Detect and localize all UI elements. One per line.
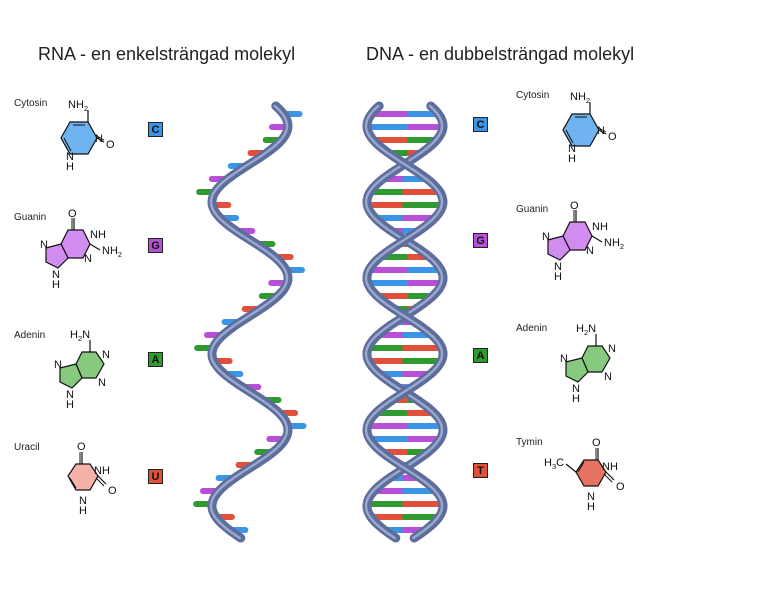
svg-text:N: N <box>587 491 595 503</box>
svg-text:N: N <box>98 377 106 389</box>
h2n-label: H2N <box>576 323 596 337</box>
svg-text:O: O <box>616 481 625 493</box>
svg-text:N: N <box>40 239 48 251</box>
svg-text:N: N <box>560 353 568 365</box>
nh2-label: NH2 <box>68 99 88 113</box>
ch3-label: H3C <box>544 457 564 471</box>
dna-badge-g: G <box>473 233 488 248</box>
svg-text:N: N <box>66 389 74 401</box>
svg-text:O: O <box>68 208 77 220</box>
nh2-label: NH2 <box>604 237 624 251</box>
svg-text:N: N <box>608 343 616 355</box>
svg-text:H: H <box>554 271 562 283</box>
svg-text:NH: NH <box>94 465 110 477</box>
nh2-label: NH2 <box>570 91 590 105</box>
dna-base-name-cytosine: Cytosin <box>516 90 550 101</box>
dna-adenine-structure: H2N N N N N H <box>560 323 616 405</box>
dna-badge-t: T <box>473 463 488 478</box>
svg-text:H: H <box>568 153 576 165</box>
svg-text:N: N <box>52 269 60 281</box>
rna-base-name-cytosine: Cytosin <box>14 98 48 109</box>
svg-text:N: N <box>572 383 580 395</box>
dna-double-helix <box>362 101 448 543</box>
svg-text:H: H <box>66 161 74 173</box>
backbone-highlight <box>209 104 289 540</box>
rna-cytosine-structure: NH2 N O N H <box>60 99 115 173</box>
svg-text:O: O <box>106 139 115 151</box>
rna-single-helix <box>193 101 307 543</box>
svg-text:O: O <box>570 200 579 212</box>
rna-guanine-structure: O NH N NH2 N N H <box>40 208 122 291</box>
rna-base-name-adenine: Adenin <box>14 330 46 341</box>
svg-text:O: O <box>108 485 117 497</box>
svg-text:H: H <box>79 505 87 517</box>
svg-text:O: O <box>77 441 86 453</box>
rna-badge-g: G <box>148 238 163 253</box>
svg-text:N: N <box>79 495 87 507</box>
svg-text:N: N <box>54 359 62 371</box>
dna-base-name-adenine: Adenin <box>516 323 548 334</box>
svg-text:NH: NH <box>592 221 608 233</box>
rna-base-name-guanine: Guanin <box>14 212 47 223</box>
nh2-label: NH2 <box>102 245 122 259</box>
dna-base-name-guanine: Guanin <box>516 204 549 215</box>
svg-text:O: O <box>608 131 617 143</box>
svg-text:H: H <box>587 501 595 513</box>
dna-badge-c: C <box>473 117 488 132</box>
svg-text:H: H <box>66 399 74 411</box>
svg-text:N: N <box>597 125 605 137</box>
rna-base-name-uracil: Uracil <box>14 442 40 453</box>
rna-badge-c: C <box>148 122 163 137</box>
dna-cytosine-structure: NH2 N O N H <box>562 91 617 165</box>
rna-badge-a: A <box>148 352 163 367</box>
dna-base-name-thymine: Tymin <box>516 437 543 448</box>
dna-guanine-structure: O NH N NH2 N N H <box>542 200 624 283</box>
rna-adenine-structure: H2N N N N N H <box>54 329 110 411</box>
svg-text:H: H <box>52 279 60 291</box>
svg-text:N: N <box>542 231 550 243</box>
dna-title: DNA - en dubbelsträngad molekyl <box>366 44 635 64</box>
svg-text:N: N <box>95 133 103 145</box>
rna-badge-u: U <box>148 469 163 484</box>
svg-text:N: N <box>604 371 612 383</box>
dna-badge-a: A <box>473 348 488 363</box>
svg-text:N: N <box>84 253 92 265</box>
rna-title: RNA - en enkelsträngad molekyl <box>38 44 296 64</box>
dna-thymine-structure: H3C O NH O N H <box>544 437 625 513</box>
svg-text:N: N <box>102 349 110 361</box>
svg-text:N: N <box>66 151 74 163</box>
svg-text:NH: NH <box>602 461 618 473</box>
svg-text:O: O <box>592 437 601 449</box>
svg-text:H: H <box>572 393 580 405</box>
backbone-highlight <box>364 104 444 540</box>
rna-uracil-structure: O NH O N H <box>67 441 117 517</box>
svg-text:N: N <box>554 261 562 273</box>
svg-text:N: N <box>568 143 576 155</box>
svg-text:N: N <box>586 245 594 257</box>
svg-text:NH: NH <box>90 229 106 241</box>
h2n-label: H2N <box>70 329 90 343</box>
